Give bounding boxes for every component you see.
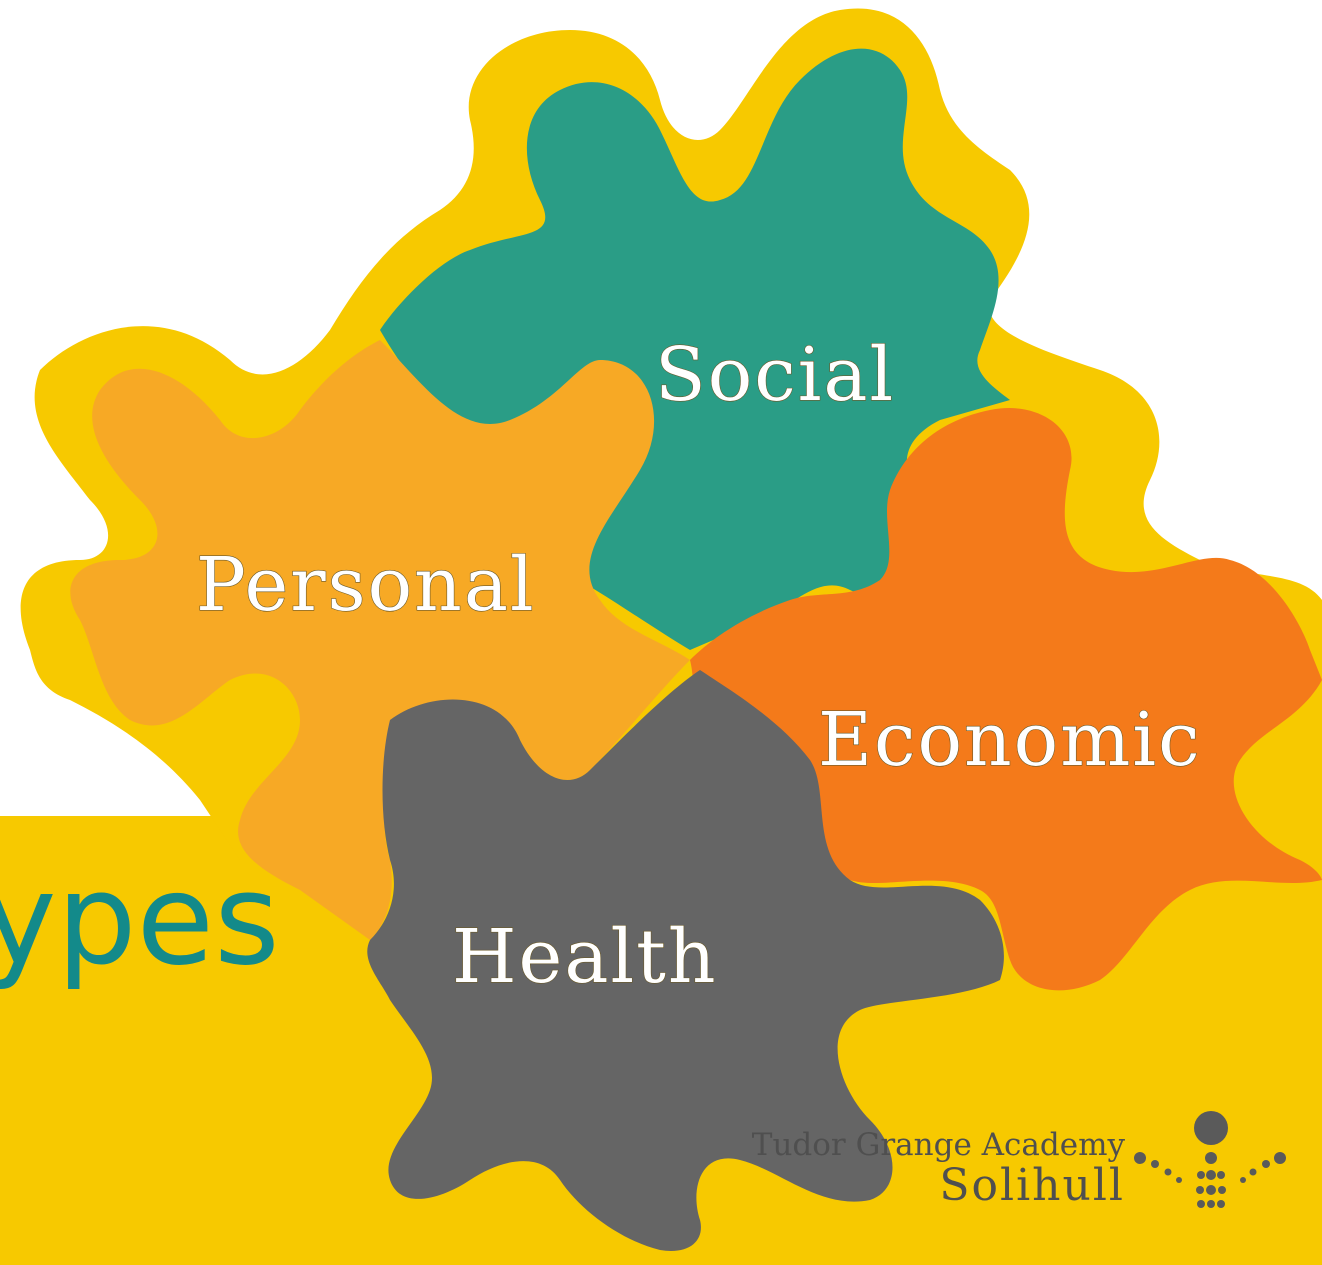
school-logo: Tudor Grange Academy Solihull [752,1111,1286,1211]
puzzle-piece-economic [690,408,1322,991]
health-label: Health [452,914,718,1000]
puzzle-piece-health [367,670,1004,1251]
logo-line-2: Solihull [939,1160,1125,1211]
slide-title-fragment: ypes [0,846,280,993]
social-label: Social [655,332,895,418]
logo-line-1: Tudor Grange Academy [752,1127,1126,1163]
economic-label: Economic [818,697,1202,783]
personal-label: Personal [196,542,536,628]
puzzle-piece-personal [70,340,691,940]
dot-fountain-icon [1134,1111,1286,1208]
